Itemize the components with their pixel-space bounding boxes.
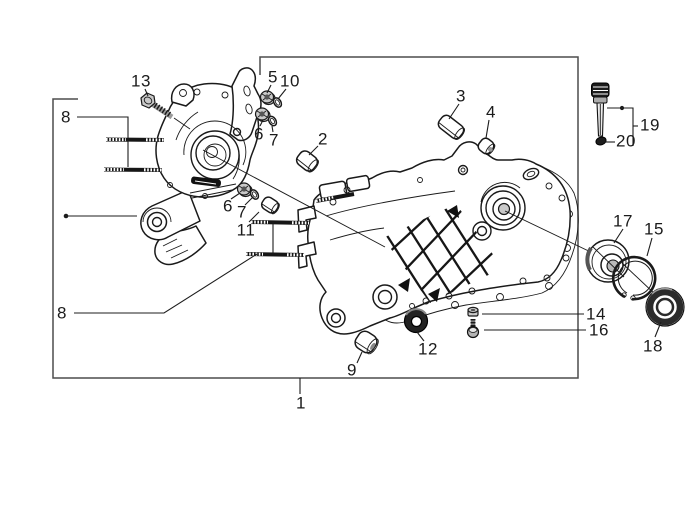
callout-13: 13 (131, 71, 151, 91)
callout-6-upper: 6 (254, 124, 264, 144)
part-bolt-16 (466, 319, 480, 339)
part-pin-11 (260, 196, 280, 215)
callout-19: 19 (640, 115, 660, 135)
part-washer-7-upper (267, 115, 278, 127)
callout-12: 12 (418, 339, 438, 359)
part-bushing-2 (295, 150, 319, 173)
part-washer-7-lower (249, 189, 260, 200)
callout-4: 4 (486, 102, 496, 122)
part-pin-3 (437, 114, 466, 141)
callout-3: 3 (456, 86, 466, 106)
callout-5: 5 (268, 67, 278, 87)
part-oil-seal-18 (645, 287, 685, 327)
callout-11: 11 (236, 220, 256, 240)
callout-6-lower: 6 (223, 196, 233, 216)
callout-9: 9 (347, 360, 357, 380)
stud-pair-lower (245, 220, 310, 257)
crankcase-right-half (297, 141, 571, 335)
callout-7-upper: 7 (269, 130, 279, 150)
callout-14: 14 (586, 304, 606, 324)
part-bushing-12 (403, 308, 429, 334)
leader-lines (74, 84, 662, 394)
part-bushing-4 (477, 137, 496, 156)
part-dipstick (591, 82, 610, 146)
callout-8-lower: 8 (57, 303, 67, 323)
crankcase-left-half (140, 67, 262, 266)
part-washer-10 (272, 97, 283, 108)
stud-pair-upper (103, 137, 165, 172)
part-nut-6-upper (254, 107, 271, 123)
diagram-frame (52, 56, 579, 379)
part-nut-14 (467, 306, 479, 317)
callout-1: 1 (296, 393, 306, 413)
part-nut-6-lower (236, 182, 253, 198)
part-bushing-9 (354, 330, 379, 355)
callout-18: 18 (643, 336, 663, 356)
part-bolt-13 (140, 92, 174, 120)
callout-17: 17 (613, 211, 633, 231)
part-circlip-15 (611, 255, 658, 301)
callout-20: 20 (616, 131, 636, 151)
callout-2: 2 (318, 129, 328, 149)
callout-8-upper: 8 (61, 107, 71, 127)
callout-7-lower: 7 (237, 202, 247, 222)
axis-lines (63, 117, 598, 256)
callout-16: 16 (589, 320, 609, 340)
part-nut-5 (259, 90, 276, 106)
callout-10: 10 (280, 71, 300, 91)
callout-15: 15 (644, 219, 664, 239)
part-bearing-17 (585, 239, 630, 283)
